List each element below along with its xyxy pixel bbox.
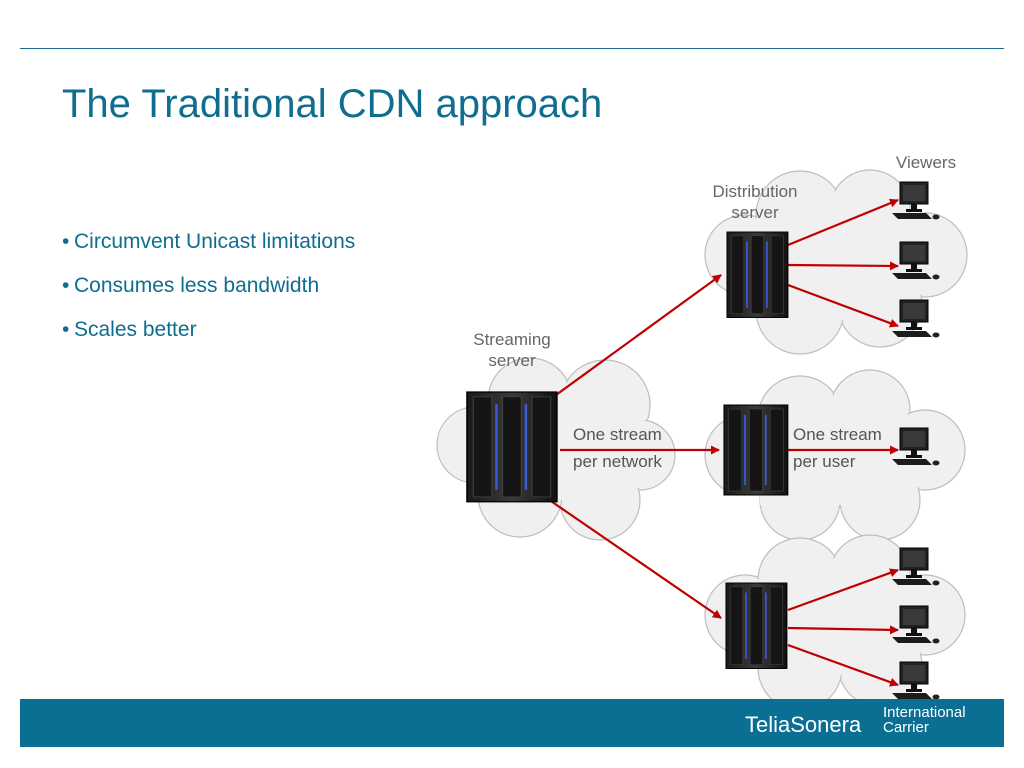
arrow-to-viewer — [787, 198, 899, 247]
one-stream-per-user-label: One stream per user — [793, 425, 882, 471]
brand-subtitle: International Carrier — [883, 705, 966, 735]
bullet-item: •Circumvent Unicast limitations — [62, 230, 356, 253]
footer-bar: TeliaSonera International Carrier — [20, 699, 1004, 747]
brand-logo: TeliaSonera — [745, 712, 862, 737]
one-stream-per-network-label: One stream per network — [573, 425, 662, 471]
brand-subtitle-line: International — [883, 704, 966, 721]
bullet-item: •Scales better — [62, 318, 197, 341]
streaming-server-icon — [465, 390, 559, 504]
arrow-to-distribution-top — [544, 274, 722, 404]
stream-arrows — [544, 198, 899, 687]
brand-subtitle-line: Carrier — [883, 719, 929, 736]
distribution-server-icon — [726, 231, 789, 319]
top-divider — [20, 48, 1004, 49]
arrow-to-viewer — [787, 568, 899, 612]
viewers-label: Viewers — [895, 153, 957, 172]
streaming-server-label: Streaming server — [473, 330, 551, 370]
bullet-list: •Circumvent Unicast limitations •Consume… — [62, 230, 355, 362]
arrow-to-viewer — [787, 643, 899, 687]
distribution-server-icon — [725, 582, 788, 670]
cdn-diagram — [436, 169, 968, 700]
slide-title: The Traditional CDN approach — [62, 82, 603, 126]
arrow-to-distribution-bottom — [544, 496, 722, 619]
distribution-server-icon — [723, 404, 789, 496]
arrow-to-viewer — [787, 283, 899, 328]
arrow-to-viewer — [787, 261, 899, 271]
arrow-to-viewer — [787, 625, 899, 635]
bullet-item: •Consumes less bandwidth — [62, 274, 320, 297]
distribution-server-label: Distribution server — [712, 182, 798, 222]
